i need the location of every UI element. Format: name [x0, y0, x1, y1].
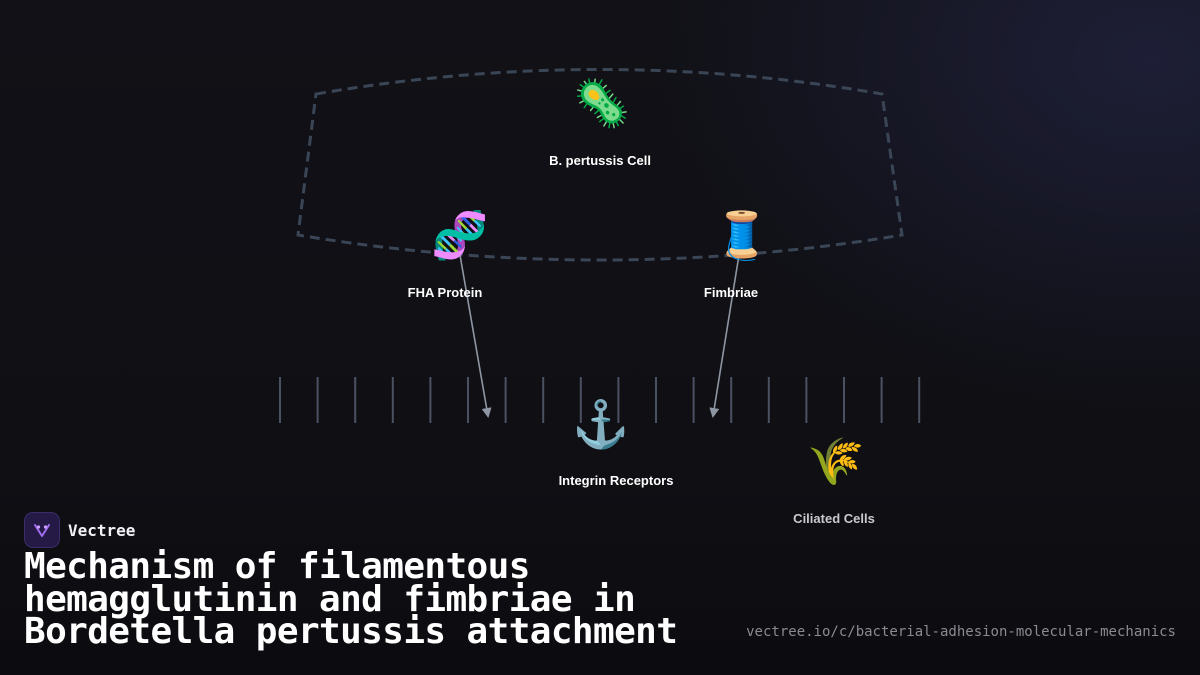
node-label-fimbriae: Fimbriae — [703, 285, 759, 300]
brand-name: Vectree — [68, 520, 136, 540]
brand: Vectree — [24, 512, 135, 548]
node-label-ciliated-cells: Ciliated Cells — [793, 511, 875, 526]
edge-fha-to-integrin — [459, 254, 492, 418]
microbe-icon: 🦠 — [573, 77, 631, 129]
node-label-bpertussis-cell: B. pertussis Cell — [549, 153, 651, 168]
node-label-fha-protein: FHA Protein — [407, 285, 483, 300]
vectree-logo-icon — [24, 512, 60, 548]
anchor-icon: ⚓ — [572, 398, 630, 450]
bacterial-cell-outline — [296, 68, 904, 262]
thread-spool-icon: 🧵 — [713, 209, 771, 261]
edge-fimbriae-to-integrin — [709, 254, 740, 418]
cilia-row — [279, 377, 921, 423]
node-label-integrin-receptors: Integrin Receptors — [558, 473, 674, 488]
dna-icon: 🧬 — [431, 209, 489, 261]
source-url[interactable]: vectree.io/c/bacterial-adhesion-molecula… — [746, 624, 1176, 640]
page-title: Mechanism of filamentous hemagglutinin a… — [24, 546, 678, 652]
sheaf-of-rice-icon: 🌾 — [807, 435, 865, 487]
